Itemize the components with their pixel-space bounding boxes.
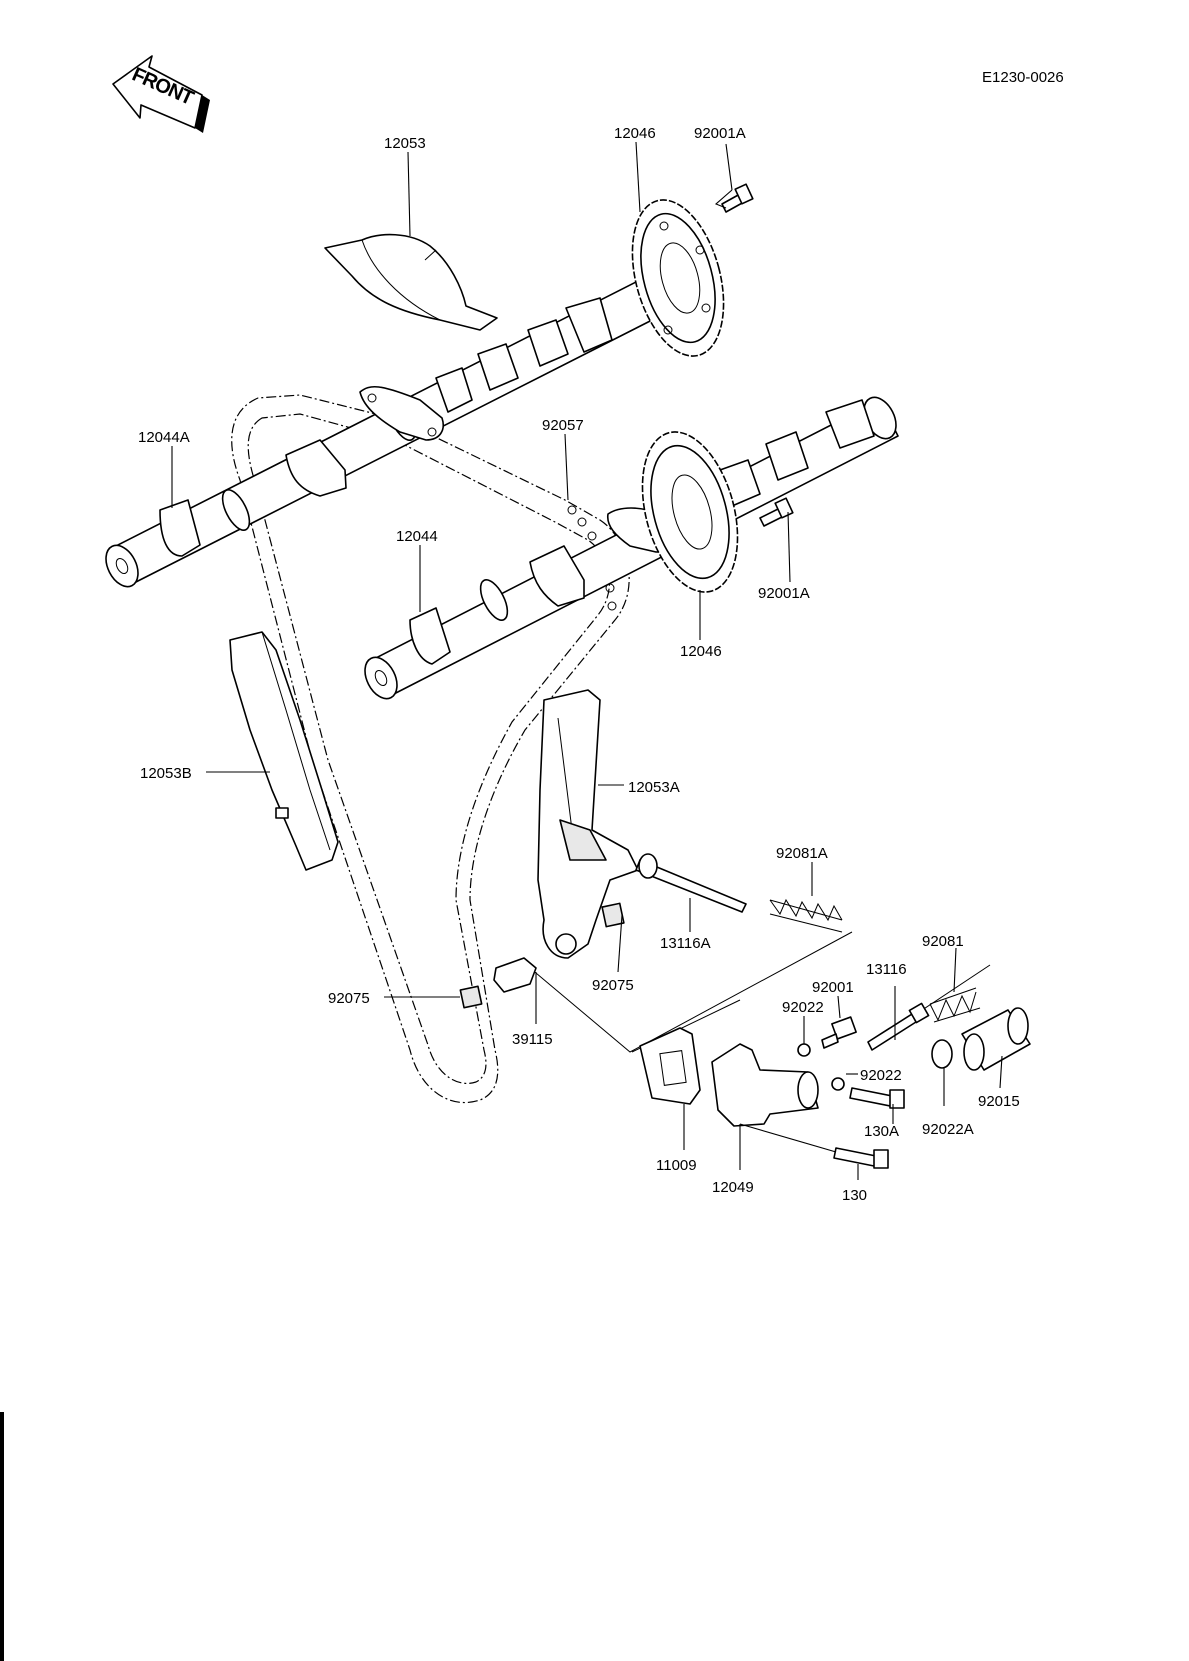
part-label: 12053 (384, 135, 426, 152)
bolt-130a (849, 1087, 905, 1109)
cap-92015 (961, 1007, 1031, 1071)
part-label: 92022A (922, 1121, 974, 1138)
part-label: 12046 (680, 643, 722, 660)
pushrod-13116 (867, 1002, 930, 1051)
lock-bolt (821, 1016, 857, 1049)
part-label: 92015 (978, 1093, 1020, 1110)
part-label: 92081 (922, 933, 964, 950)
guide-pivot (493, 957, 537, 993)
lower-cam-sprocket (641, 431, 739, 593)
damper-right (601, 902, 625, 928)
part-label: 92022 (860, 1067, 902, 1084)
chain-guide-tensioner (537, 689, 639, 959)
sprocket-bolt-upper (721, 183, 754, 213)
part-label: 92075 (328, 990, 370, 1007)
washer-92022-b (831, 1077, 845, 1091)
part-label: 12049 (712, 1179, 754, 1196)
oring-92022a (931, 1039, 953, 1069)
upper-camshaft (105, 279, 661, 588)
part-label: 13116A (660, 935, 711, 952)
upper-cam-sprocket (631, 199, 725, 357)
part-label: 92022 (782, 999, 824, 1016)
part-label: 92075 (592, 977, 634, 994)
tensioner-gasket (639, 1027, 701, 1105)
part-label: 92057 (542, 417, 584, 434)
part-label: 92081A (776, 845, 828, 862)
chain-guide-rear (229, 631, 339, 871)
part-label: 92001A (694, 125, 746, 142)
part-label: 92001 (812, 979, 854, 996)
part-label: 130A (864, 1123, 899, 1140)
part-label: 130 (842, 1187, 867, 1204)
part-label: 13116 (866, 961, 907, 978)
part-label: 11009 (656, 1157, 697, 1174)
drawing-code: E1230-0026 (982, 69, 1064, 86)
part-label: 12046 (614, 125, 656, 142)
front-arrow-icon: FRONT (112, 55, 210, 133)
bolt-130 (833, 1147, 889, 1169)
lower-camshaft (364, 396, 899, 700)
part-label: 12044 (396, 528, 438, 545)
part-label: 12044A (138, 429, 190, 446)
part-label: 12053B (140, 765, 192, 782)
tensioner-rod-upper (635, 853, 747, 913)
damper-left (459, 985, 483, 1009)
spring-upper (769, 898, 843, 933)
part-label: 12053A (628, 779, 680, 796)
cam-cover (324, 233, 498, 331)
part-labels: 12053 12046 92001A 12044A 92057 12044 92… (138, 125, 1020, 1204)
spring-92081 (929, 987, 981, 1023)
washer-92022-a (797, 1043, 811, 1057)
part-label: 92001A (758, 585, 810, 602)
part-label: 39115 (512, 1031, 553, 1048)
leader-lines (171, 141, 1003, 1180)
page-edge-mark (0, 1412, 4, 1661)
explode-line (529, 931, 853, 1053)
tensioner-body (711, 1043, 819, 1127)
